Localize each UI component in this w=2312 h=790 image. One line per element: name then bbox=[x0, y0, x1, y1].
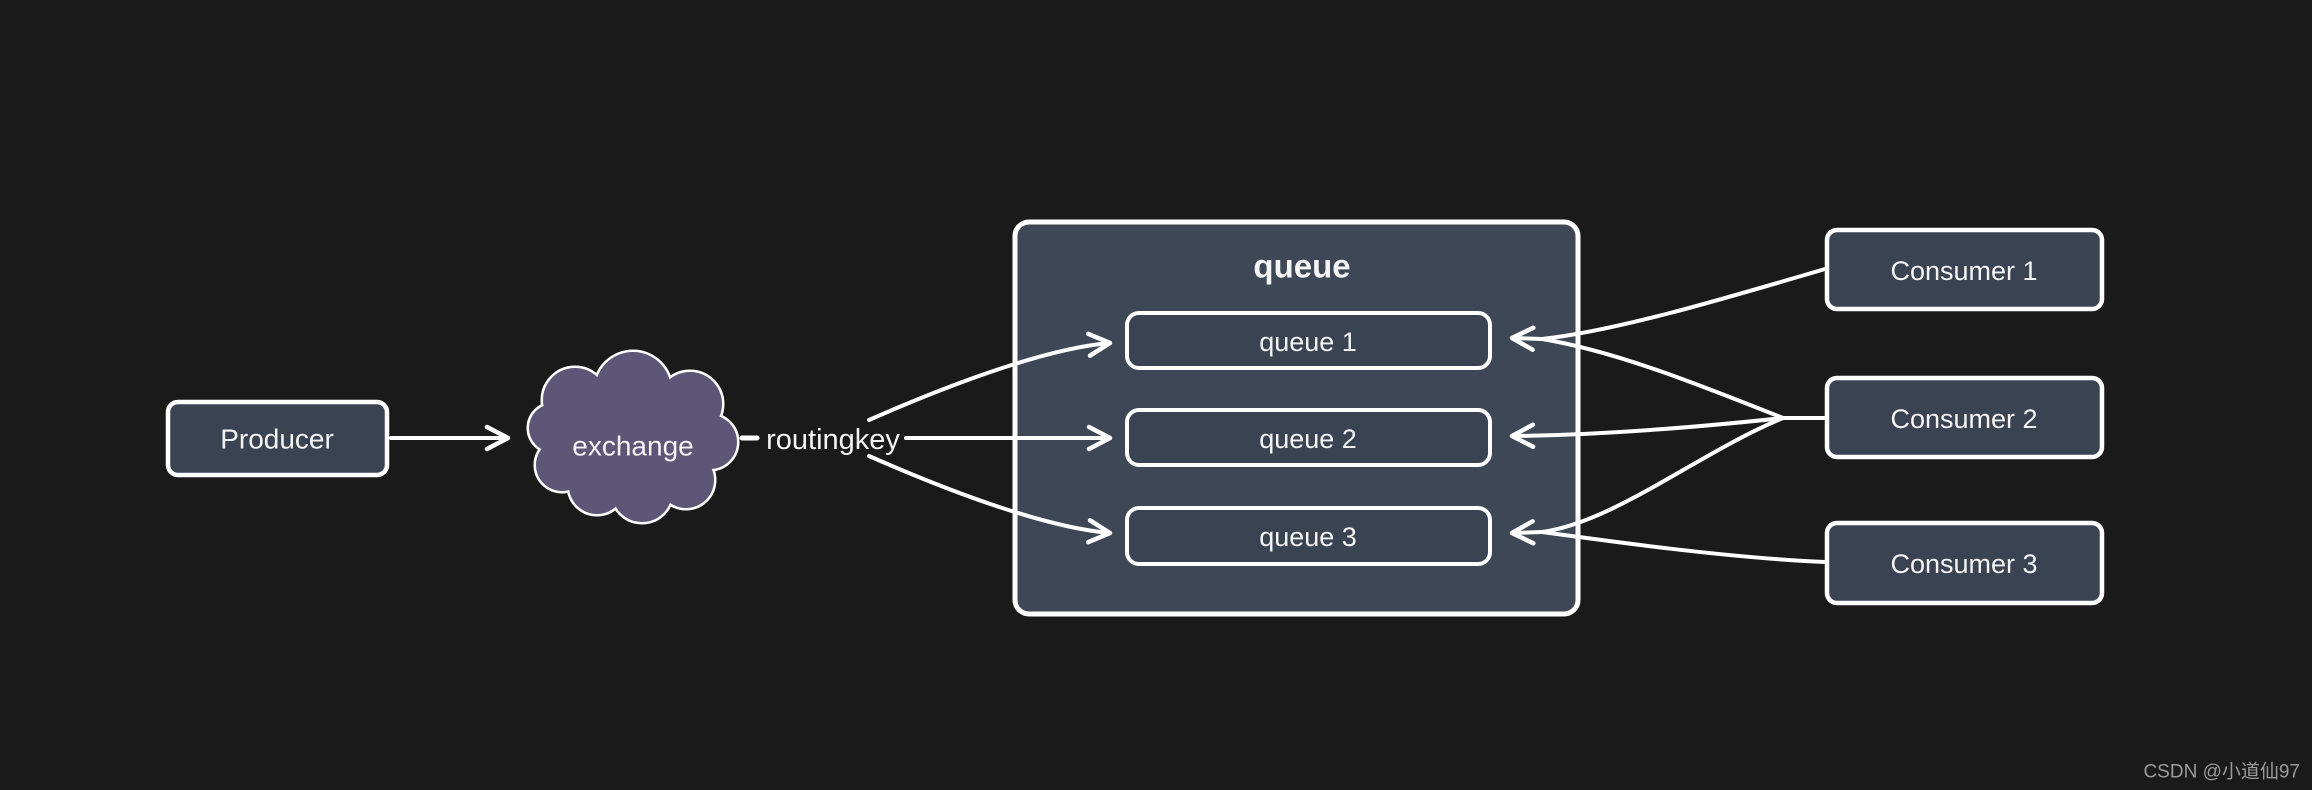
edge-consumer-1-to-queue-1 bbox=[1540, 267, 1827, 341]
edge-consumer-2-to-queue-3 bbox=[1540, 416, 1785, 534]
edge-consumer-2-to-queue-2 bbox=[1509, 416, 1785, 450]
routingkey-label: routingkey bbox=[766, 424, 900, 456]
queue-2-node bbox=[1125, 408, 1492, 467]
consumer-1-node bbox=[1824, 227, 2105, 312]
producer-label: Producer bbox=[220, 424, 334, 455]
exchange-cloud-shape bbox=[526, 349, 740, 525]
edge-arrow-into-queue-3 bbox=[1509, 519, 1544, 546]
queue-1-label: queue 1 bbox=[1259, 327, 1357, 357]
exchange-label: exchange bbox=[572, 431, 693, 462]
queue-1-node bbox=[1125, 311, 1492, 370]
consumer-1-label: Consumer 1 bbox=[1890, 256, 2037, 286]
edge-consumer-3-to-queue-3 bbox=[1540, 530, 1827, 564]
csdn-watermark: CSDN @小道仙97 bbox=[2143, 761, 2300, 783]
queue-3-label: queue 3 bbox=[1259, 522, 1357, 552]
consumer-2-label: Consumer 2 bbox=[1890, 404, 2037, 434]
consumer-3-node bbox=[1824, 520, 2105, 606]
edge-consumer-2-to-queue-1 bbox=[1540, 337, 1785, 420]
queue-group-title: queue bbox=[1253, 248, 1350, 285]
consumer-2-node bbox=[1824, 375, 2105, 460]
edge-routingkey-to-queue-1 bbox=[867, 331, 1113, 422]
producer-node bbox=[165, 399, 390, 478]
queue-2-label: queue 2 bbox=[1259, 424, 1357, 454]
queue-3-node bbox=[1125, 506, 1492, 566]
edge-arrow-into-queue-1 bbox=[1509, 325, 1544, 352]
consumer-3-label: Consumer 3 bbox=[1890, 549, 2037, 579]
edge-routingkey-to-queue-3 bbox=[867, 454, 1113, 545]
